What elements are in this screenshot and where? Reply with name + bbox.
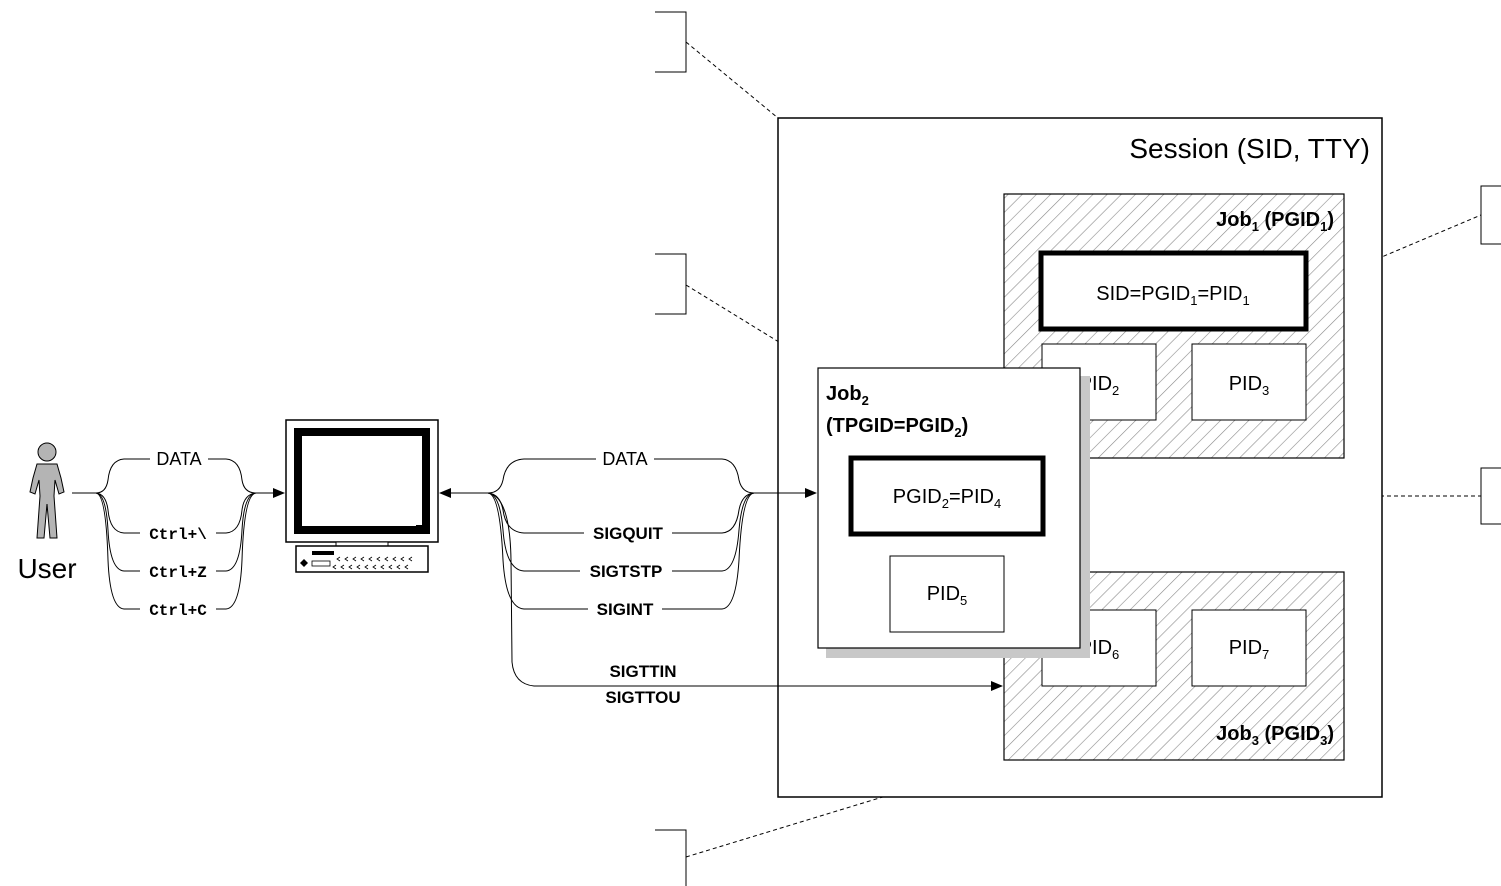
terminal-icon xyxy=(285,419,439,573)
leader-session xyxy=(685,41,779,119)
user-label: User xyxy=(17,553,76,584)
signal-sigint: SIGINT xyxy=(597,600,654,619)
job2-leader-label: PGID2=PID4 xyxy=(893,486,1001,511)
job2-group-leader-process xyxy=(848,455,1046,537)
job2-label: Job2 xyxy=(826,383,869,408)
pid5-label: PID5 xyxy=(927,583,968,608)
job1-process-pid3 xyxy=(1191,343,1307,421)
job1-label: Job1 (PGID1) xyxy=(1216,209,1334,234)
signal-sigttou: SIGTTOU xyxy=(605,688,680,707)
job1-session-leader-process xyxy=(1038,250,1309,332)
left-flow-lines xyxy=(72,458,285,610)
signal-sigttin: SIGTTIN xyxy=(609,662,676,681)
callout-bracket-right-top xyxy=(1480,185,1501,245)
callout-bracket-top xyxy=(655,11,687,73)
left-data-label: DATA xyxy=(156,449,201,469)
job3-label: Job3 (PGID3) xyxy=(1216,723,1334,748)
job2-tpgid-label: (TPGID=PGID2) xyxy=(826,415,968,440)
callout-bracket-right-middle xyxy=(1480,467,1501,525)
right-data-label: DATA xyxy=(602,449,647,469)
pid3-label: PID3 xyxy=(1229,373,1270,398)
signal-sigquit: SIGQUIT xyxy=(593,524,664,543)
right-flow-lines xyxy=(439,458,1003,691)
signal-sigtstp: SIGTSTP xyxy=(590,562,663,581)
job2-process-pid5 xyxy=(889,555,1005,633)
user-icon xyxy=(29,442,65,539)
job3-process-pid7 xyxy=(1191,609,1307,687)
key-ctrl-c: Ctrl+C xyxy=(149,602,207,620)
callout-bracket-middle xyxy=(655,253,687,315)
job1-leader-label: SID=PGID1=PID1 xyxy=(1096,283,1249,308)
key-ctrl-backslash: Ctrl+\ xyxy=(149,526,207,544)
key-ctrl-z: Ctrl+Z xyxy=(149,564,207,582)
pid7-label: PID7 xyxy=(1229,637,1270,662)
session-label: Session (SID, TTY) xyxy=(1129,133,1370,164)
callout-bracket-bottom xyxy=(655,829,687,886)
